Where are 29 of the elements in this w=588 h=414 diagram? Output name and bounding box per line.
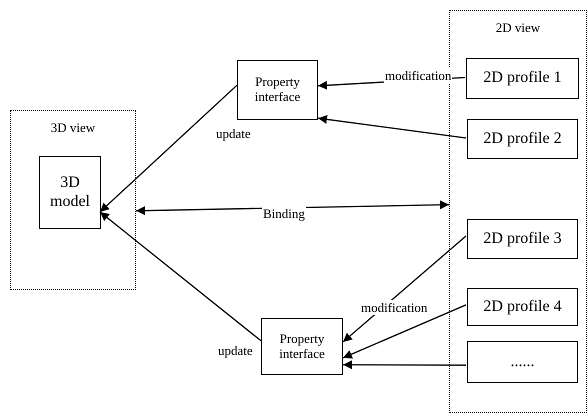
box-label: 2D profile 1 xyxy=(483,69,562,88)
box-label: 2D profile 2 xyxy=(483,130,562,148)
box-label: ...... xyxy=(510,352,534,372)
component-box xyxy=(466,58,579,99)
component-box xyxy=(467,288,578,326)
arrow xyxy=(342,304,466,358)
arrow xyxy=(343,360,466,370)
component-box xyxy=(467,341,578,383)
component-box xyxy=(467,119,578,159)
edge-label: update xyxy=(217,343,254,358)
component-box xyxy=(467,219,578,259)
box-label: 3D model xyxy=(49,174,91,211)
component-box xyxy=(39,156,101,229)
component-box xyxy=(237,60,318,120)
box-label: Property interface xyxy=(278,332,326,362)
component-box xyxy=(261,318,343,375)
box-label: 2D profile 3 xyxy=(483,230,562,248)
edge-label: modification xyxy=(360,300,428,315)
arrow xyxy=(318,114,466,139)
edge-label: modification xyxy=(384,68,452,83)
arrow xyxy=(100,211,262,342)
box-label: Property interface xyxy=(254,75,302,105)
box-label: 2D profile 4 xyxy=(483,298,562,316)
view-frame xyxy=(10,110,136,290)
arrow xyxy=(100,84,238,212)
edge-label: Binding xyxy=(262,206,306,221)
frame-title: 2D view xyxy=(496,21,540,36)
edge-label: update xyxy=(215,126,252,141)
frame-title: 3D view xyxy=(50,121,96,136)
